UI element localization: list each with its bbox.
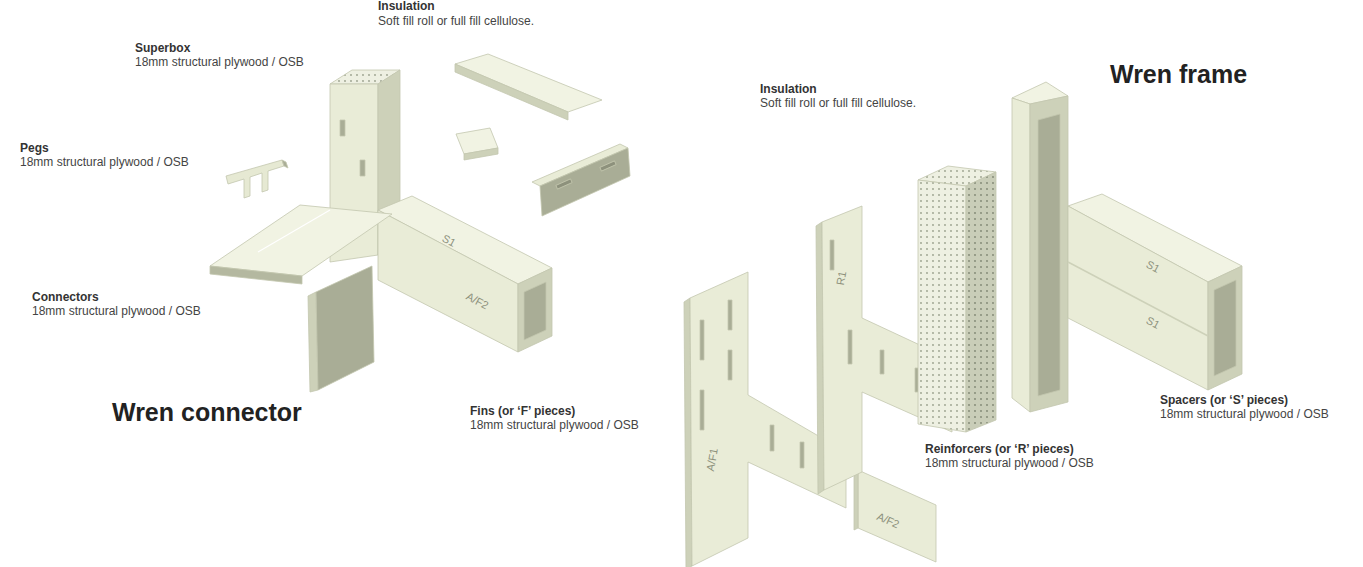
part-material: 18mm structural plywood / OSB [20,156,189,170]
plywood-piece-shape [556,179,572,189]
plywood-piece-shape [1030,96,1068,412]
part-material-holder: Soft fill roll or full fill cellulose. [760,97,916,111]
wren-connector-art [210,54,630,392]
piece-marking: R1 [834,270,849,286]
plywood-piece-shape [770,425,774,451]
plywood-piece-shape [210,205,392,276]
plywood-piece-shape [830,240,834,270]
part-heading: Fins (or ‘F’ pieces) [470,405,575,419]
part-material-holder: Soft fill roll or full fill cellulose. [378,15,534,29]
plywood-piece-shape [378,210,518,352]
part-material: 18mm structural plywood / OSB [1160,408,1329,422]
plywood-piece-shape [728,300,732,330]
plywood-piece-shape [858,470,936,562]
plywood-piece-shape [1012,98,1030,412]
part-heading-holder: Insulation [378,0,435,14]
plywood-piece-shape [854,470,858,530]
plywood-piece-shape [316,266,374,390]
part-heading: Reinforcers (or ‘R’ pieces) [925,443,1074,457]
part-heading-holder: Connectors [32,291,99,305]
assembly-title: Wren connector [112,398,302,427]
plywood-piece-shape [282,160,288,168]
part-heading-holder: Reinforcers (or ‘R’ pieces) [925,443,1074,457]
assembly-title-holder: Wren connector [112,398,302,427]
plywood-piece-shape [918,180,966,432]
part-material-holder: 18mm structural plywood / OSB [32,305,201,319]
part-heading: Connectors [32,291,99,305]
part-heading-holder: Spacers (or ‘S’ pieces) [1160,394,1288,408]
part-material-holder: 18mm structural plywood / OSB [20,156,189,170]
plywood-piece-shape [1038,114,1060,396]
part-heading-holder: Superbox [135,42,190,56]
plywood-piece-shape [848,330,852,364]
plywood-piece-shape [464,148,498,160]
plywood-piece-shape [540,148,630,216]
plywood-piece-shape [360,160,365,176]
plywood-piece-shape [700,390,704,430]
part-material-holder: 18mm structural plywood / OSB [470,419,639,433]
assembly-title: Wren frame [1110,60,1247,89]
plywood-piece-shape [518,268,552,352]
part-heading: Pegs [20,142,49,156]
wren-frame-art [684,82,1242,567]
part-material-holder: 18mm structural plywood / OSB [1160,408,1329,422]
plywood-piece-shape [880,350,884,374]
plywood-piece-shape [1068,262,1208,336]
part-material: 18mm structural plywood / OSB [32,305,201,319]
part-heading: Spacers (or ‘S’ pieces) [1160,394,1288,408]
plywood-piece-shape [700,320,704,360]
plywood-piece-shape [455,64,568,120]
piece-marking-holder: R1 [834,270,849,286]
plywood-piece-shape [966,172,996,432]
part-material: Soft fill roll or full fill cellulose. [378,15,534,29]
plywood-piece-shape [1068,206,1208,390]
part-material: 18mm structural plywood / OSB [470,419,639,433]
plywood-piece-shape [226,160,284,198]
part-material-holder: 18mm structural plywood / OSB [925,457,1094,471]
plywood-piece-shape [524,282,546,340]
plywood-piece-shape [340,120,345,136]
plywood-piece-shape [800,442,804,468]
part-heading: Insulation [378,0,435,14]
part-material-holder: 18mm structural plywood / OSB [135,56,304,70]
plywood-piece-shape [728,350,732,380]
part-heading-holder: Pegs [20,142,49,156]
assembly-title-holder: Wren frame [1110,60,1247,89]
plywood-piece-shape [258,210,330,252]
part-heading: Superbox [135,42,190,56]
part-heading-holder: Insulation [760,83,817,97]
part-material: 18mm structural plywood / OSB [925,457,1094,471]
part-heading: Insulation [760,83,817,97]
plywood-piece-shape [1208,266,1242,390]
plywood-piece-shape [1214,280,1236,376]
part-material: Soft fill roll or full fill cellulose. [760,97,916,111]
part-heading-holder: Fins (or ‘F’ pieces) [470,405,575,419]
part-material: 18mm structural plywood / OSB [135,56,304,70]
plywood-piece-shape [600,161,616,171]
plywood-piece-shape [210,266,302,284]
